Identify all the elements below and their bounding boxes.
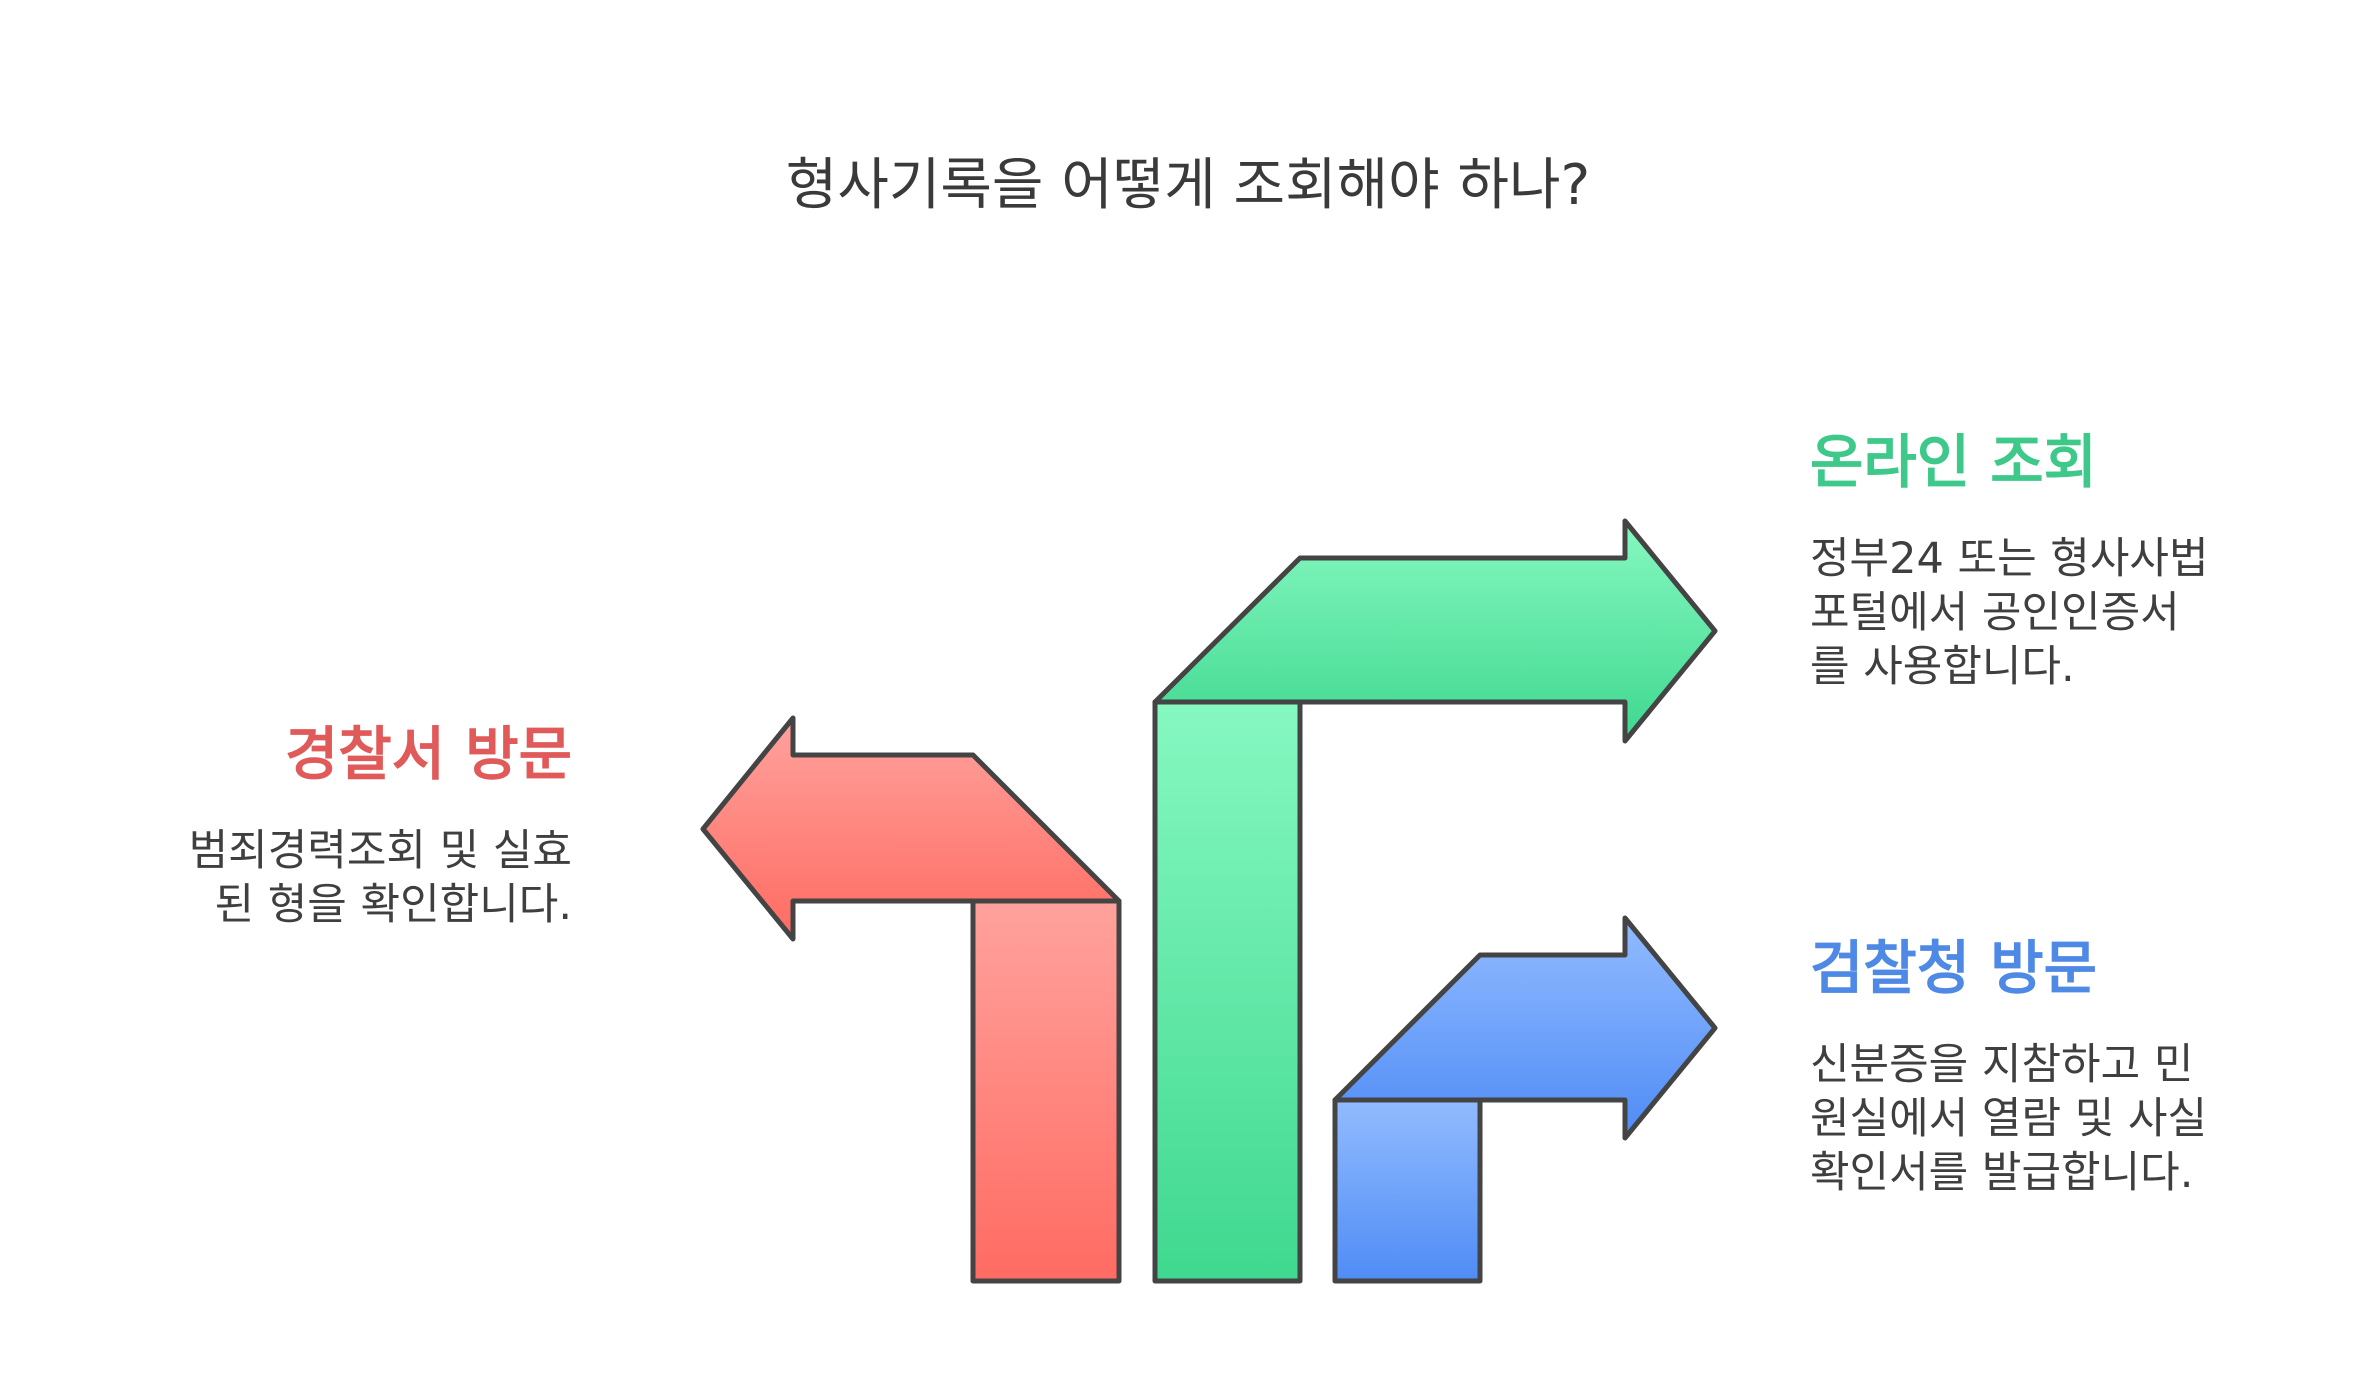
prosecutor-description: 신분증을 지참하고 민 원실에서 열람 및 사실 확인서를 발급합니다. <box>1810 1038 2330 1200</box>
prosecutor-desc-line: 신분증을 지참하고 민 <box>1810 1039 2194 1090</box>
online-heading: 온라인 조회 <box>1810 428 2097 496</box>
prosecutor-option: 검찰청 방문 신분증을 지참하고 민 원실에서 열람 및 사실 확인서를 발급합… <box>1810 934 2330 1200</box>
online-option: 온라인 조회 정부24 또는 형사사법 포털에서 공인인증서 를 사용합니다. <box>1810 428 2330 694</box>
online-desc-line: 포털에서 공인인증서 <box>1810 587 2180 638</box>
blue-arrow <box>1332 915 1718 1284</box>
police-option: 경찰서 방문 범죄경력조회 및 실효 된 형을 확인합니다. <box>52 720 572 932</box>
red-arrow <box>700 715 1122 1284</box>
prosecutor-desc-line: 확인서를 발급합니다. <box>1810 1147 2194 1198</box>
green-arrow <box>1152 518 1718 1284</box>
online-description: 정부24 또는 형사사법 포털에서 공인인증서 를 사용합니다. <box>1810 532 2330 694</box>
police-description: 범죄경력조회 및 실효 된 형을 확인합니다. <box>52 824 572 932</box>
prosecutor-heading: 검찰청 방문 <box>1810 934 2097 1002</box>
online-desc-line: 정부24 또는 형사사법 <box>1810 533 2209 584</box>
police-heading: 경찰서 방문 <box>285 720 572 788</box>
prosecutor-desc-line: 원실에서 열람 및 사실 <box>1810 1093 2208 1144</box>
police-desc-line: 된 형을 확인합니다. <box>214 879 573 930</box>
police-desc-line: 범죄경력조회 및 실효 <box>188 825 572 876</box>
diagram-title: 형사기록을 어떻게 조회해야 하나? <box>785 153 1591 218</box>
online-desc-line: 를 사용합니다. <box>1810 641 2075 692</box>
